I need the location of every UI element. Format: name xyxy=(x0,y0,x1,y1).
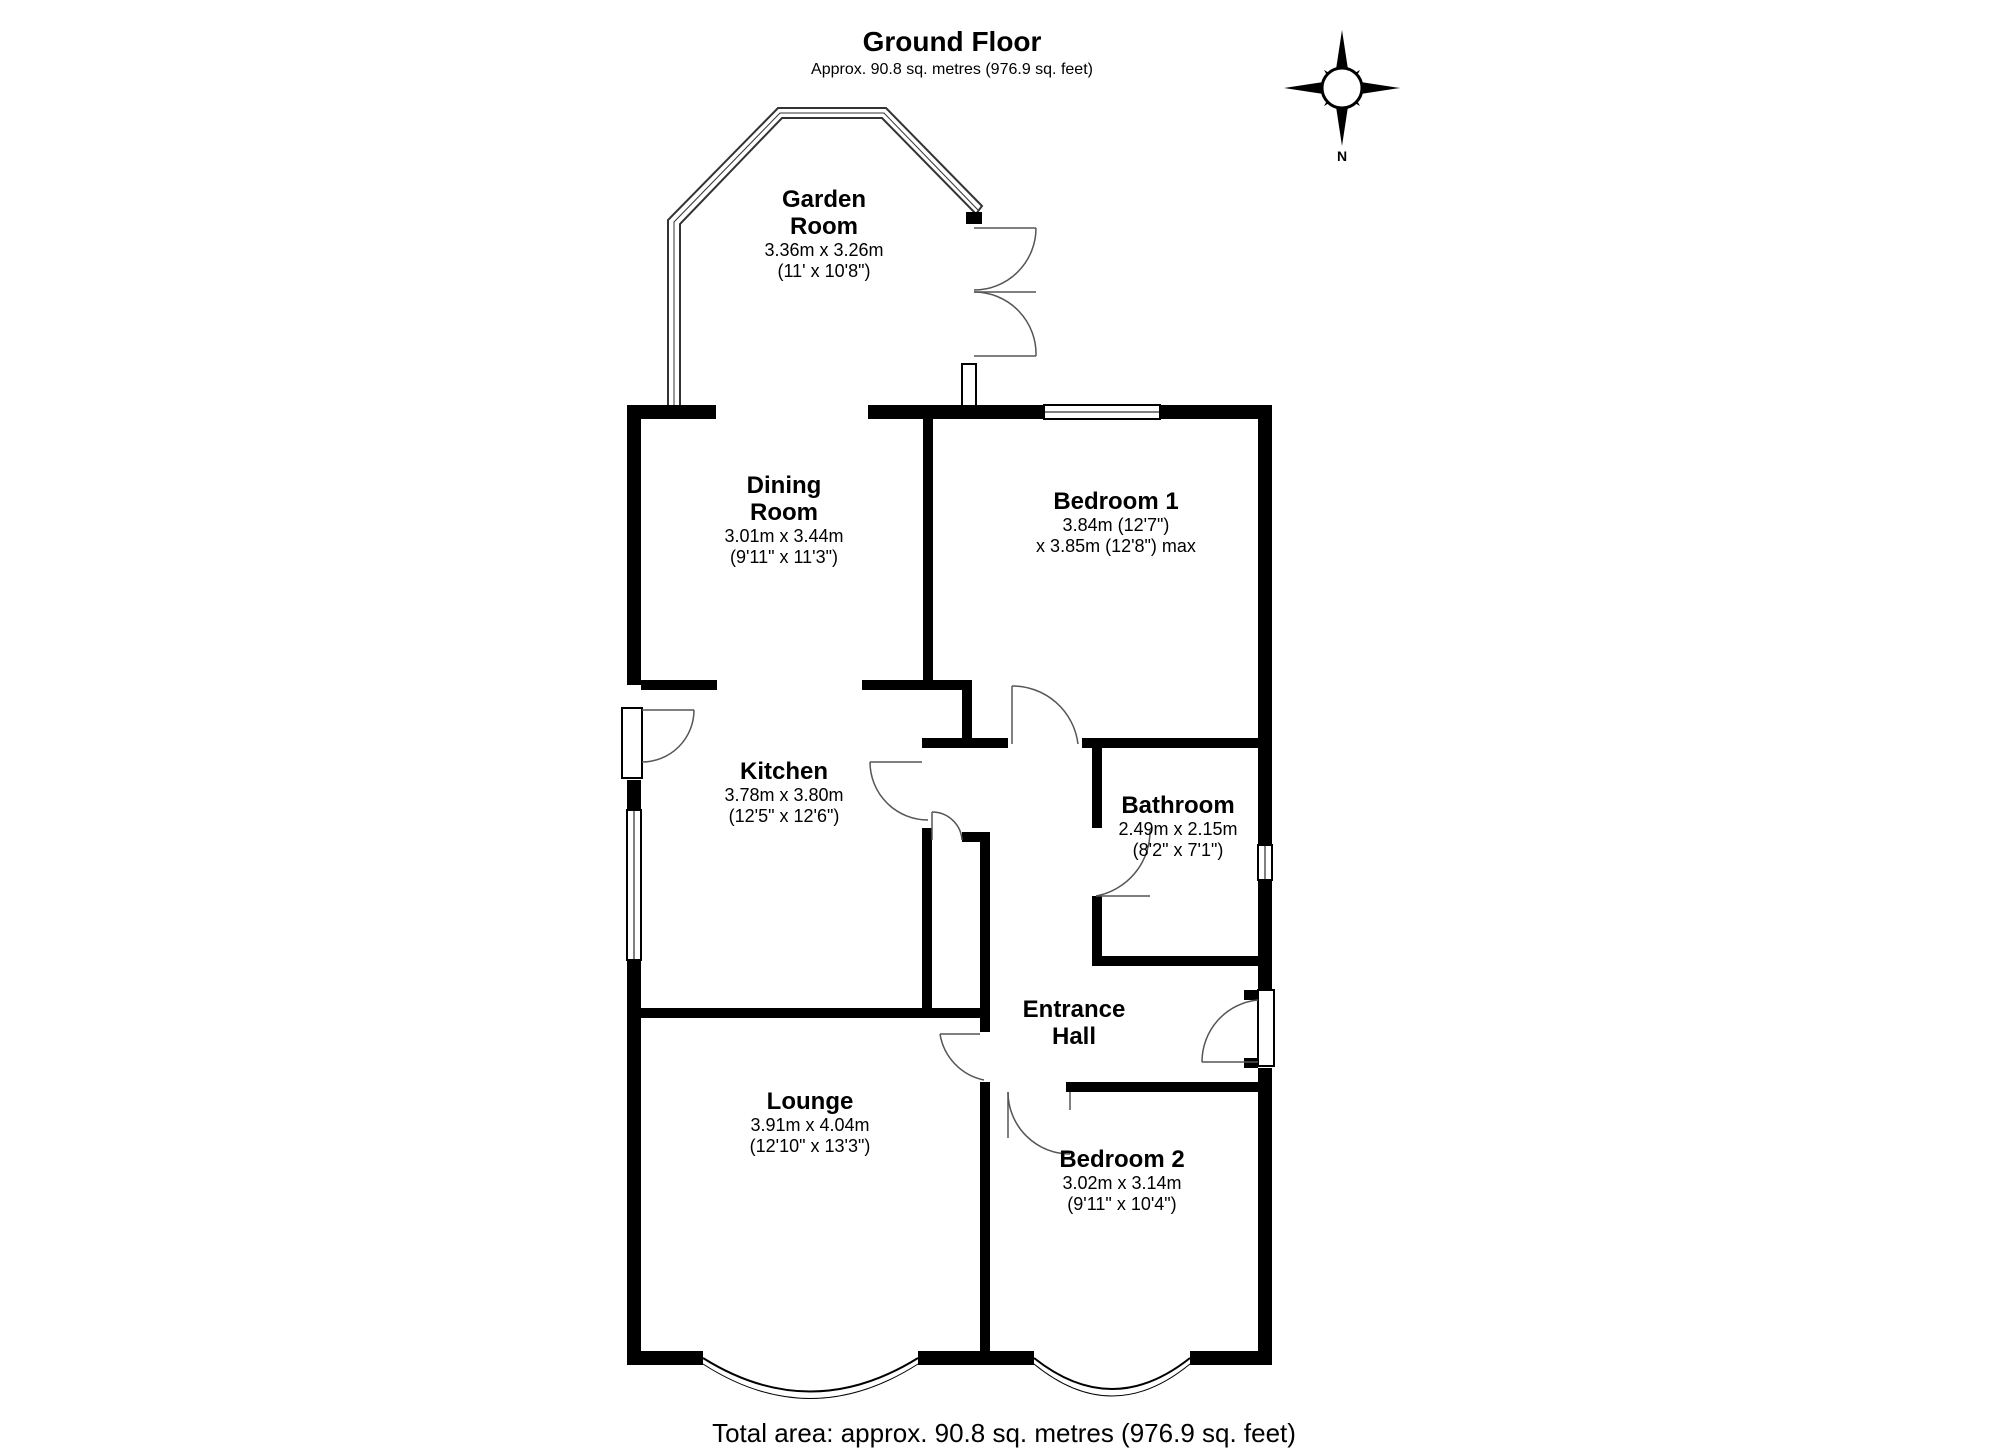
total-area: Total area: approx. 90.8 sq. metres (976… xyxy=(712,1418,1296,1448)
room-name: Bedroom 2 xyxy=(1059,1146,1185,1173)
room-garden-room: Garden Room 3.36m x 3.26m (11' x 10'8") xyxy=(764,186,883,282)
room-dimensions: 3.02m x 3.14m xyxy=(1062,1173,1182,1193)
walls xyxy=(627,405,1272,1365)
compass-icon xyxy=(1284,30,1400,146)
room-name: Hall xyxy=(1051,1023,1097,1050)
room-dimensions: (12'10" x 13'3") xyxy=(749,1136,871,1156)
garden-room-corner-post xyxy=(966,212,982,224)
room-kitchen: Kitchen 3.78m x 3.80m (12'5" x 12'6") xyxy=(724,758,843,827)
room-name: Dining xyxy=(746,472,822,499)
room-dimensions: 3.84m (12'7") xyxy=(1062,515,1170,535)
page-title: Ground Floor xyxy=(862,26,1042,57)
room-dimensions: 2.49m x 2.15m xyxy=(1118,819,1238,839)
room-dimensions: (11' x 10'8") xyxy=(777,261,871,281)
room-dining-room: Dining Room 3.01m x 3.44m (9'11" x 11'3"… xyxy=(724,472,843,568)
room-dimensions: (9'11" x 10'4") xyxy=(1067,1194,1177,1214)
room-dimensions: 3.78m x 3.80m xyxy=(724,785,844,805)
room-lounge: Lounge 3.91m x 4.04m (12'10" x 13'3") xyxy=(750,1088,871,1157)
room-name: Kitchen xyxy=(739,758,828,785)
room-bathroom: Bathroom 2.49m x 2.15m (8'2" x 7'1") xyxy=(1118,792,1237,861)
room-dimensions: 3.36m x 3.26m xyxy=(764,240,884,260)
window-inner-lines xyxy=(633,411,1266,960)
room-name: Bathroom xyxy=(1121,792,1235,819)
room-name: Entrance xyxy=(1022,996,1126,1023)
room-entrance-hall: Entrance Hall xyxy=(1023,996,1126,1050)
room-bedroom-2: Bedroom 2 3.02m x 3.14m (9'11" x 10'4") xyxy=(1059,1146,1184,1215)
room-name: Bedroom 1 xyxy=(1053,488,1179,515)
compass-north-label: N xyxy=(1336,148,1348,164)
room-dimensions: x 3.85m (12'8") max xyxy=(1036,536,1196,556)
bay-windows xyxy=(702,1357,1191,1399)
room-name: Lounge xyxy=(766,1088,854,1115)
garden-doors xyxy=(973,227,1037,357)
doors xyxy=(621,685,1275,1155)
room-dimensions: (9'11" x 11'3") xyxy=(729,547,839,567)
garden-door-frame xyxy=(961,363,977,407)
room-name: Garden xyxy=(781,186,867,213)
room-dimensions: (12'5" x 12'6") xyxy=(728,806,840,826)
room-name: Room xyxy=(750,499,818,526)
room-bedroom-1: Bedroom 1 3.84m (12'7") x 3.85m (12'8") … xyxy=(1036,488,1196,557)
room-dimensions: 3.91m x 4.04m xyxy=(750,1115,870,1135)
room-dimensions: (8'2" x 7'1") xyxy=(1132,840,1224,860)
room-name: Room xyxy=(790,213,858,240)
page-subtitle: Approx. 90.8 sq. metres (976.9 sq. feet) xyxy=(811,61,1093,78)
garden-room-walls xyxy=(667,107,984,417)
room-dimensions: 3.01m x 3.44m xyxy=(724,526,844,546)
